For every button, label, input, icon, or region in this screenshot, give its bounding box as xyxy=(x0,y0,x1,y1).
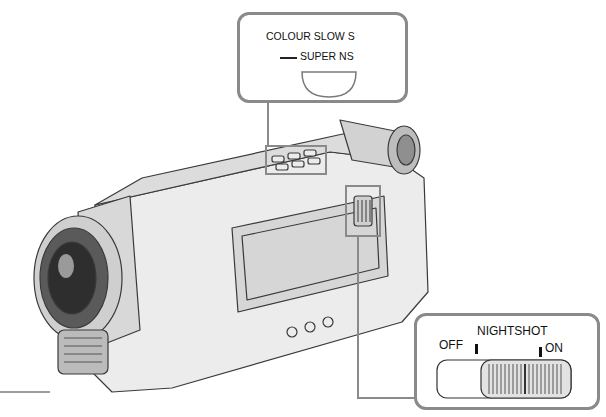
bottom-button xyxy=(305,322,315,332)
slider-ridge xyxy=(493,364,494,394)
slot xyxy=(64,338,102,339)
bottom-button xyxy=(287,327,297,337)
dash-mark xyxy=(280,57,297,59)
lens-glass xyxy=(48,242,96,314)
switch-ridges xyxy=(358,200,370,222)
slider-ridge xyxy=(521,364,522,394)
on-mark xyxy=(539,347,542,357)
slider-ridge xyxy=(553,364,554,394)
ridge xyxy=(358,200,359,222)
body-switch xyxy=(354,196,372,226)
lens-highlight xyxy=(58,254,74,278)
eyecup-inner xyxy=(397,135,415,165)
slider-ridge xyxy=(529,364,530,394)
lens-front xyxy=(40,228,108,328)
slider-ridge xyxy=(557,364,558,394)
slider-ridge xyxy=(489,364,490,394)
top-button xyxy=(288,153,300,159)
lcd-panel xyxy=(232,196,388,312)
control-label: SUPER NS xyxy=(300,51,354,63)
slider-ridge xyxy=(505,364,506,394)
highlight-frame xyxy=(346,186,380,236)
highlight-frame xyxy=(266,146,326,174)
leader-line xyxy=(358,236,414,398)
ridge xyxy=(370,200,371,222)
slider-ridge xyxy=(537,364,538,394)
callout-box: NIGHTSHOT OFF ON xyxy=(414,313,600,410)
slider-ridge xyxy=(561,364,562,394)
control-label: ON xyxy=(545,342,563,355)
leader-line xyxy=(267,103,269,146)
slot xyxy=(64,362,102,363)
control-label: OFF xyxy=(439,339,463,352)
slider-ridge xyxy=(501,364,502,394)
lens-hood xyxy=(34,216,122,340)
top-button xyxy=(308,158,320,164)
slot xyxy=(64,354,102,355)
control-label: COLOUR SLOW S xyxy=(266,31,355,43)
slot xyxy=(64,346,102,347)
top-button xyxy=(292,161,304,167)
top-button xyxy=(276,164,288,170)
slider-ridge xyxy=(541,364,542,394)
slider-ridge xyxy=(524,364,526,394)
callout-box: COLOUR SLOW S SUPER NS xyxy=(237,12,408,103)
ridge xyxy=(362,200,363,222)
ridge xyxy=(366,200,367,222)
slider-ridge xyxy=(517,364,518,394)
slider-ridge xyxy=(545,364,546,394)
leaders xyxy=(0,103,414,398)
slider-ridge xyxy=(549,364,550,394)
slider-ridge xyxy=(497,364,498,394)
slider-ridge xyxy=(533,364,534,394)
control-label: NIGHTSHOT xyxy=(477,325,548,338)
microphone-slots xyxy=(64,338,102,362)
button-symbol xyxy=(302,72,356,97)
camcorder-body xyxy=(34,120,428,392)
off-mark xyxy=(475,344,478,354)
microphone xyxy=(58,330,108,374)
eyecup xyxy=(388,126,420,174)
leader-line xyxy=(0,391,50,392)
top-button xyxy=(272,156,284,162)
bottom-button xyxy=(323,317,333,327)
top-button xyxy=(304,150,316,156)
switch-housing xyxy=(437,360,571,398)
slider-ridge xyxy=(513,364,514,394)
slider-ridge xyxy=(509,364,510,394)
switch-slider xyxy=(481,360,571,398)
